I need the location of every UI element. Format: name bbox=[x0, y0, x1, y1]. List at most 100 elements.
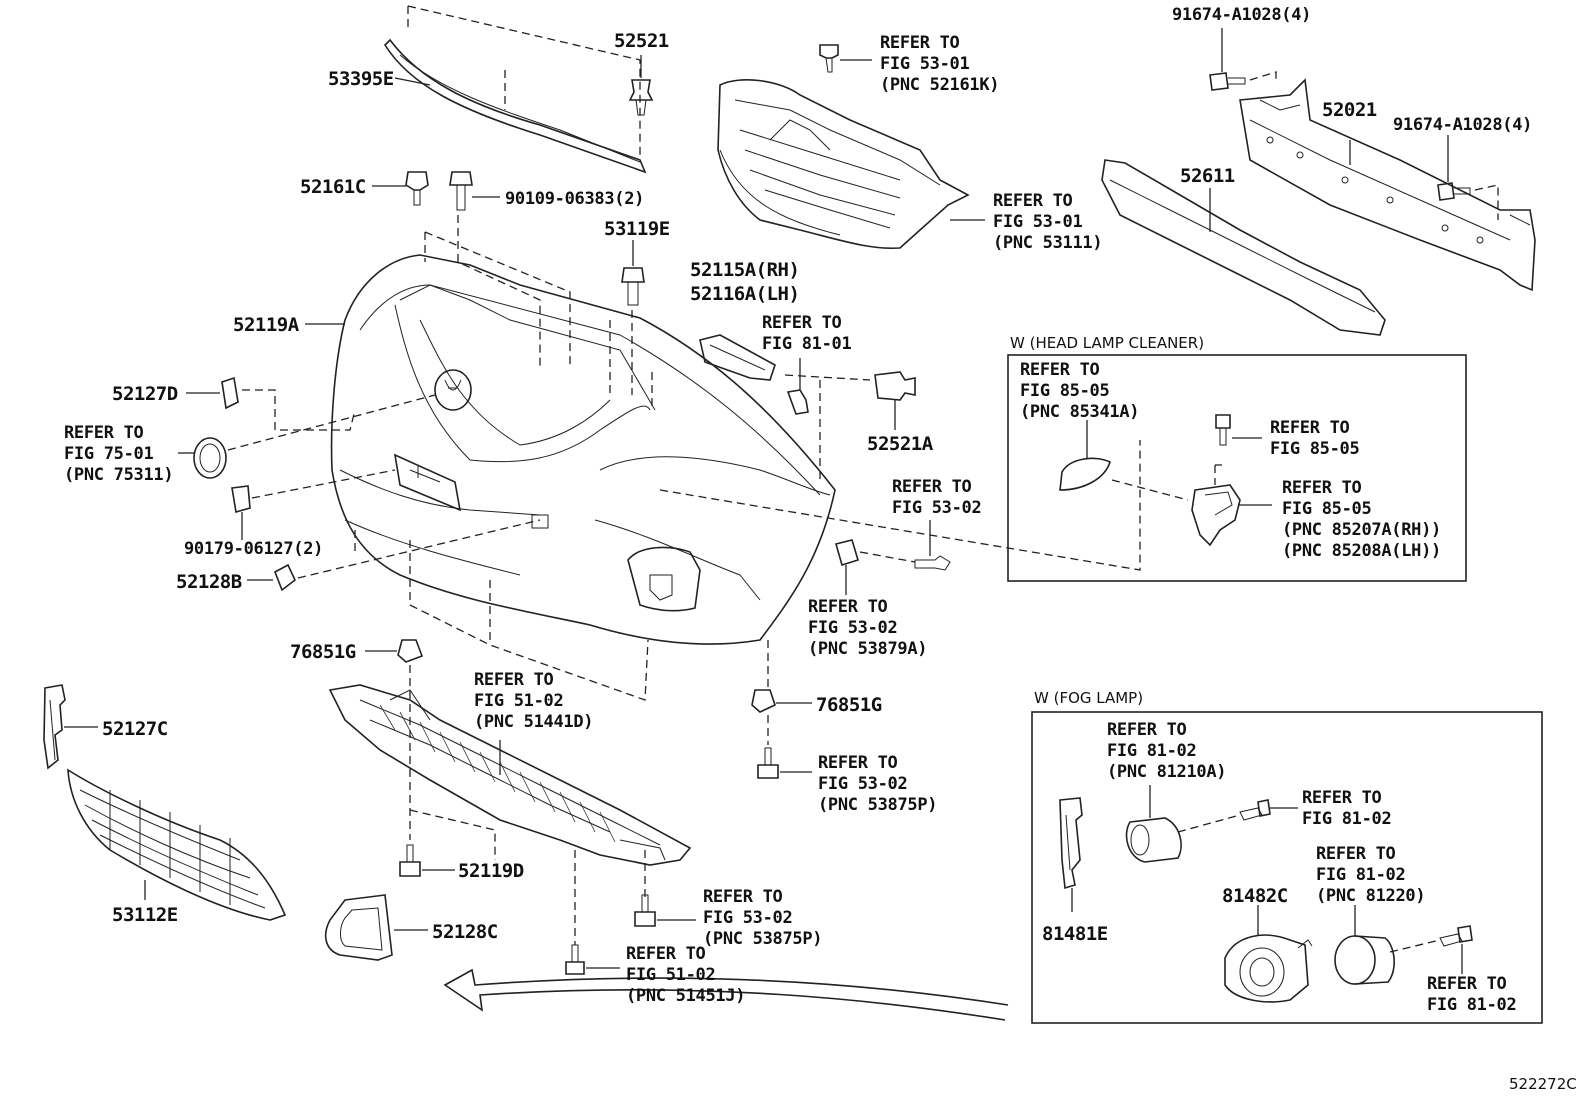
svg-text:REFER TO: REFER TO bbox=[1427, 974, 1507, 994]
svg-text:(PNC 85208A(LH)): (PNC 85208A(LH)) bbox=[1282, 541, 1441, 561]
svg-text:REFER TO: REFER TO bbox=[1282, 478, 1362, 498]
fog-bezel-81482c bbox=[1224, 934, 1313, 1003]
part-label-52611: 52611 bbox=[1180, 165, 1235, 187]
washer-screw bbox=[1215, 414, 1231, 446]
svg-text:FIG 81-01: FIG 81-01 bbox=[762, 334, 851, 354]
svg-text:(PNC 53875P): (PNC 53875P) bbox=[818, 795, 937, 815]
svg-text:REFER TO: REFER TO bbox=[1316, 844, 1396, 864]
svg-text:FIG 81-02: FIG 81-02 bbox=[1427, 995, 1516, 1015]
svg-text:FIG 53-01: FIG 53-01 bbox=[880, 54, 969, 74]
svg-text:REFER TO: REFER TO bbox=[880, 33, 960, 53]
clip-grille bbox=[819, 44, 839, 73]
svg-text:FIG 75-01: FIG 75-01 bbox=[64, 444, 153, 464]
svg-text:REFER TO: REFER TO bbox=[892, 477, 972, 497]
bolt-52119d bbox=[399, 844, 421, 877]
bumper-seal-strip bbox=[383, 38, 647, 174]
fog-socket-81210a bbox=[1125, 817, 1182, 863]
part-label-52521: 52521 bbox=[614, 30, 669, 52]
lower-grille-53112e bbox=[67, 768, 287, 921]
svg-text:REFER TO: REFER TO bbox=[808, 597, 888, 617]
svg-text:FIG 51-02: FIG 51-02 bbox=[626, 965, 715, 985]
svg-text:(PNC 81220): (PNC 81220) bbox=[1316, 886, 1425, 906]
svg-text:(PNC 52161K): (PNC 52161K) bbox=[880, 75, 999, 95]
washer-cover bbox=[1059, 457, 1111, 491]
part-label-53395e: 53395E bbox=[328, 68, 394, 90]
fog-screw-a bbox=[1239, 799, 1271, 821]
front-bumper-cover bbox=[330, 254, 836, 645]
svg-text:REFER TO: REFER TO bbox=[762, 313, 842, 333]
part-label-91674-a: 91674-A1028(4) bbox=[1172, 5, 1311, 25]
part-label-52128b: 52128B bbox=[176, 571, 242, 593]
fog-screw-b bbox=[1439, 925, 1473, 947]
head-lamp-cleaner-box bbox=[1007, 354, 1467, 582]
bolt-53875p-lower bbox=[634, 894, 656, 927]
part-label-52116a: 52116A(LH) bbox=[690, 283, 799, 305]
bracket-52127c bbox=[43, 684, 66, 770]
part-label-91674-b: 91674-A1028(4) bbox=[1393, 115, 1532, 135]
bolt-91674-a bbox=[1209, 72, 1246, 91]
svg-text:FIG 85-05: FIG 85-05 bbox=[1270, 439, 1359, 459]
clip-76851g-left bbox=[397, 639, 424, 663]
clip-53879a bbox=[835, 539, 859, 567]
svg-text:REFER TO: REFER TO bbox=[703, 887, 783, 907]
svg-text:FIG 53-01: FIG 53-01 bbox=[993, 212, 1082, 232]
bolt-91674-b bbox=[1437, 182, 1471, 201]
svg-text:(PNC 53875P): (PNC 53875P) bbox=[703, 929, 822, 949]
bolt-90109 bbox=[449, 171, 473, 211]
svg-text:FIG 51-02: FIG 51-02 bbox=[474, 691, 563, 711]
part-label-52521a: 52521A bbox=[867, 433, 934, 455]
part-label-81481e: 81481E bbox=[1042, 923, 1108, 945]
svg-text:FIG 81-02: FIG 81-02 bbox=[1316, 865, 1405, 885]
svg-text:FIG 53-02: FIG 53-02 bbox=[818, 774, 907, 794]
bolt-53875p-right bbox=[757, 747, 779, 779]
bolt-51451j bbox=[565, 944, 585, 975]
part-label-52119d: 52119D bbox=[458, 860, 524, 882]
clip-52161c bbox=[405, 171, 429, 206]
bracket-52115a bbox=[699, 334, 776, 381]
nut-90179 bbox=[231, 485, 251, 514]
svg-text:FIG 53-02: FIG 53-02 bbox=[892, 498, 981, 518]
svg-text:REFER TO: REFER TO bbox=[1302, 788, 1382, 808]
fog-lamp-81220 bbox=[1334, 935, 1395, 985]
svg-text:(PNC 53111): (PNC 53111) bbox=[993, 233, 1102, 253]
svg-text:(PNC 75311): (PNC 75311) bbox=[64, 465, 173, 485]
svg-text:REFER TO: REFER TO bbox=[1270, 418, 1350, 438]
svg-text:(PNC 53879A): (PNC 53879A) bbox=[808, 639, 927, 659]
part-label-53119e: 53119E bbox=[604, 218, 670, 240]
svg-text:FIG 81-02: FIG 81-02 bbox=[1302, 809, 1391, 829]
clip-76851g-right bbox=[751, 689, 776, 713]
part-label-52128c: 52128C bbox=[432, 921, 498, 943]
part-label-81482c: 81482C bbox=[1222, 885, 1288, 907]
part-label-76851g-right: 76851G bbox=[816, 694, 882, 716]
screw-53-02 bbox=[914, 555, 951, 571]
svg-text:REFER TO: REFER TO bbox=[818, 753, 898, 773]
part-label-90109: 90109-06383(2) bbox=[505, 189, 644, 209]
figure-id: 522272C bbox=[1509, 1075, 1577, 1093]
fog-lamp-box bbox=[1031, 711, 1543, 1024]
svg-text:(PNC 51451J): (PNC 51451J) bbox=[626, 986, 745, 1006]
part-label-52161c: 52161C bbox=[300, 176, 366, 198]
svg-text:FIG 85-05: FIG 85-05 bbox=[1282, 499, 1371, 519]
svg-text:FIG 85-05: FIG 85-05 bbox=[1020, 381, 1109, 401]
svg-text:REFER TO: REFER TO bbox=[626, 944, 706, 964]
part-label-52127d: 52127D bbox=[112, 383, 178, 405]
svg-text:REFER TO: REFER TO bbox=[1020, 360, 1100, 380]
clip-52521 bbox=[628, 79, 654, 116]
fog-cover-52128c bbox=[324, 894, 393, 961]
emblem bbox=[193, 437, 227, 479]
